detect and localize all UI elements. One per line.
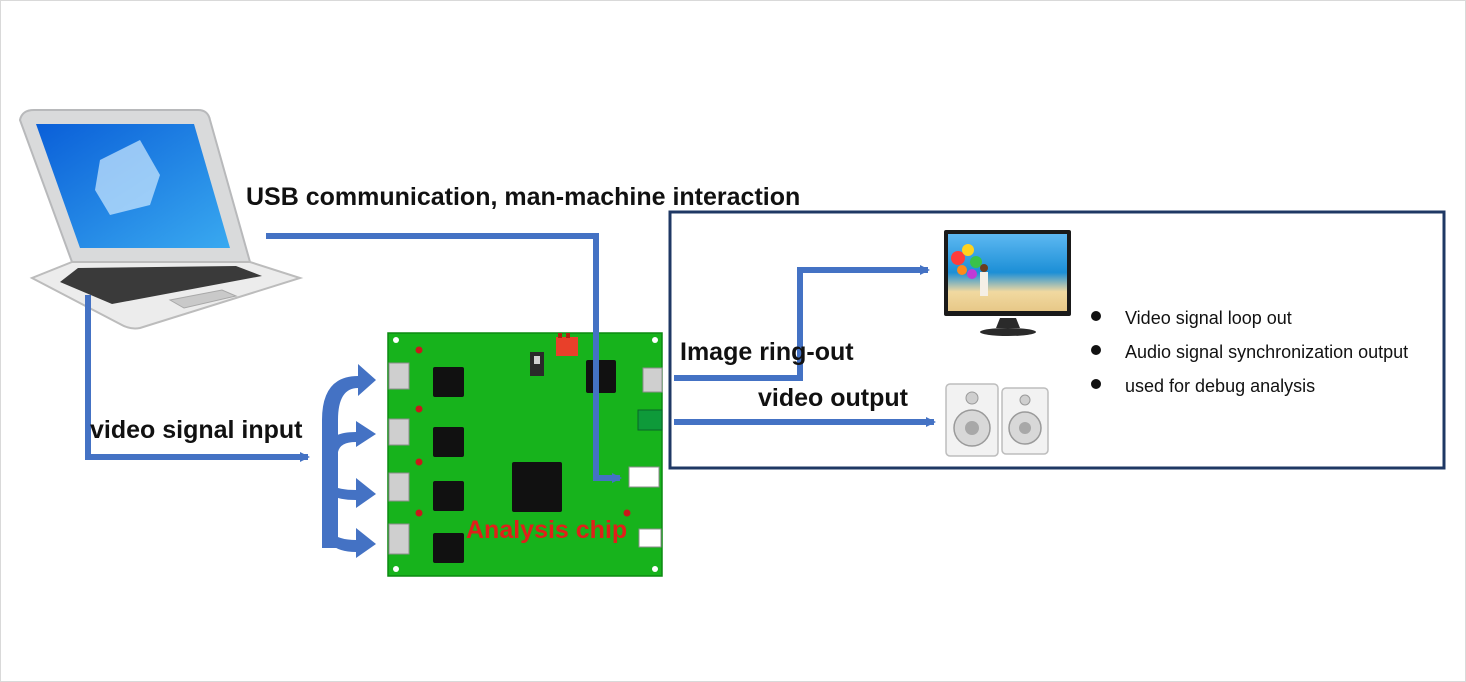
monitor-icon: [944, 230, 1071, 336]
bullet-2: [1091, 345, 1101, 355]
aux-port: [638, 528, 662, 548]
input-distribution-arrows: [322, 364, 376, 558]
usb-label: USB communication, man-machine interacti…: [246, 183, 800, 211]
feature-text: used for debug analysis: [1125, 376, 1315, 396]
input-port-3: [388, 472, 410, 502]
usb-port: [628, 466, 660, 488]
output-box: [668, 210, 1446, 470]
input-port-2: [388, 418, 410, 446]
output-port-video: [642, 367, 663, 393]
video-input-label: video signal input: [90, 416, 303, 444]
analysis-chip-label: Analysis chip: [466, 516, 627, 544]
feature-text: Video signal loop out: [1125, 308, 1292, 328]
usb-arrow: [266, 233, 622, 483]
analysis-board: [387, 332, 663, 577]
laptop-icon: [18, 109, 304, 330]
output-port-audio: [637, 409, 663, 431]
image-ring-out-arrow: [674, 265, 930, 381]
feature-text: Audio signal synchronization output: [1125, 342, 1408, 362]
input-port-4: [388, 523, 410, 555]
video-input-arrow: [85, 295, 310, 462]
bullet-1: [1091, 311, 1101, 321]
bullet-3: [1091, 379, 1101, 389]
main-chip: [512, 462, 562, 512]
image-ring-out-label: Image ring-out: [680, 338, 854, 366]
video-output-label: video output: [758, 384, 909, 412]
speakers-icon: [945, 383, 1049, 457]
input-port-1: [388, 362, 410, 390]
